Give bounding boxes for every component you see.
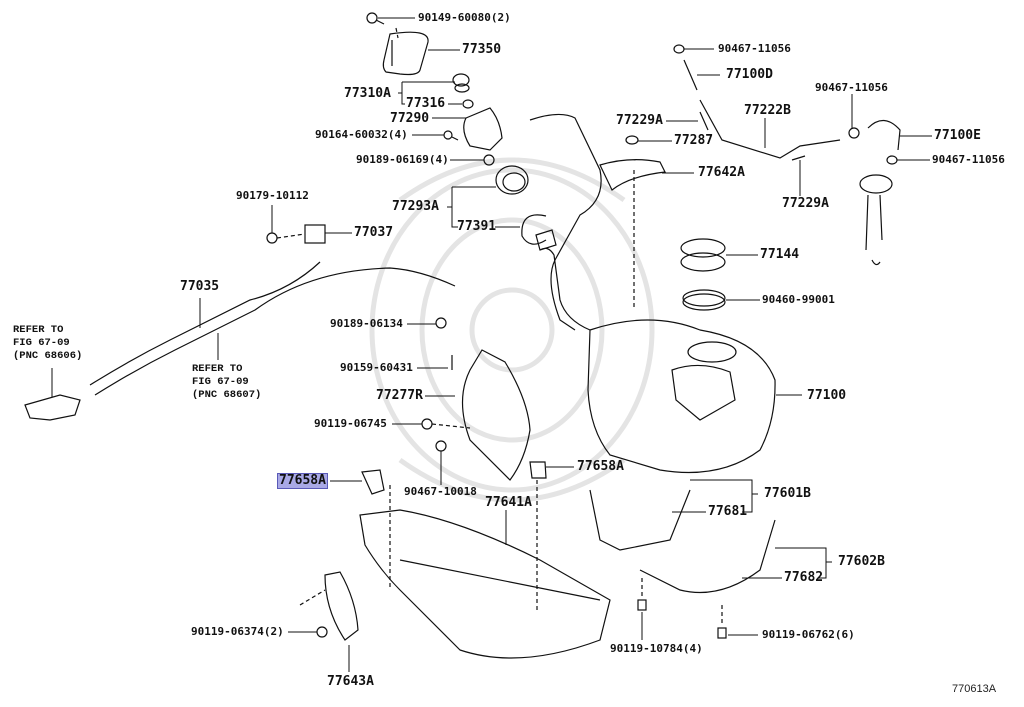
bolt-90119-06374 xyxy=(316,626,328,638)
part-label-90119-06762[interactable]: 90119-06762(6) xyxy=(762,628,855,641)
part-label-77601B[interactable]: 77601B xyxy=(764,486,811,501)
part-77290-housing xyxy=(463,107,503,151)
part-77310A-cap xyxy=(452,73,470,93)
filler-neck-pipe xyxy=(529,113,602,331)
bolt-90119-06745 xyxy=(421,418,433,430)
part-label-90467-10018[interactable]: 90467-10018 xyxy=(404,485,477,498)
part-label-77642A[interactable]: 77642A xyxy=(698,165,745,180)
part-77037-holder xyxy=(266,224,326,244)
part-77144-lock-ring xyxy=(680,238,726,272)
part-77682-band xyxy=(639,519,776,594)
part-label-77144[interactable]: 77144 xyxy=(760,247,800,262)
part-77658A-clip-left xyxy=(361,469,385,495)
part-label-77316[interactable]: 77316 xyxy=(406,96,446,111)
part-label-77222B[interactable]: 77222B xyxy=(744,103,791,118)
part-label-90467-11056-c[interactable]: 90467-11056 xyxy=(932,153,1005,166)
part-label-77100E[interactable]: 77100E xyxy=(934,128,981,143)
figure-code: 770613A xyxy=(952,683,997,695)
part-label-90460-99001[interactable]: 90460-99001 xyxy=(762,293,835,306)
part-77642A-bracket xyxy=(599,159,666,191)
part-77391-clamp xyxy=(521,214,547,245)
bolt-90119-06762 xyxy=(717,627,727,639)
part-77641A-under-cover xyxy=(359,509,611,659)
part-label-90189-06169[interactable]: 90189-06169(4) xyxy=(356,153,449,166)
part-90467-11056-clip-c xyxy=(886,155,898,165)
clip-90467-10018 xyxy=(435,440,447,452)
bolt-90189-06134 xyxy=(435,317,447,329)
part-77643A-bracket xyxy=(324,571,359,641)
part-label-77658A-highlighted[interactable]: 77658A xyxy=(277,473,328,489)
bolt-90149-60080 xyxy=(366,12,385,25)
part-label-77293A[interactable]: 77293A xyxy=(392,199,439,214)
part-77035-cable xyxy=(89,261,456,396)
part-label-77229A-b[interactable]: 77229A xyxy=(782,196,829,211)
part-label-77643A[interactable]: 77643A xyxy=(327,674,374,689)
part-77287-grommet xyxy=(625,135,639,145)
part-label-77310A[interactable]: 77310A xyxy=(344,86,391,101)
part-label-77100D[interactable]: 77100D xyxy=(726,67,773,82)
part-label-77229A-a[interactable]: 77229A xyxy=(616,113,663,128)
bolt-90164-60032 xyxy=(443,130,459,141)
part-label-77681[interactable]: 77681 xyxy=(708,504,748,519)
part-label-77277R[interactable]: 77277R xyxy=(376,388,423,403)
part-label-90119-06745[interactable]: 90119-06745 xyxy=(314,417,387,430)
part-90467-11056-clip-a xyxy=(673,44,685,54)
part-label-77391[interactable]: 77391 xyxy=(457,219,497,234)
leader-lines xyxy=(51,17,932,672)
part-77100-fuel-tank xyxy=(587,319,802,474)
part-label-77350[interactable]: 77350 xyxy=(462,42,502,57)
part-77681-band xyxy=(589,489,691,551)
part-label-77100[interactable]: 77100 xyxy=(807,388,847,403)
part-label-77035[interactable]: 77035 xyxy=(180,279,220,294)
lever-assembly xyxy=(24,394,81,421)
part-77100E-hose xyxy=(867,119,901,151)
part-77100D-hose xyxy=(683,59,698,91)
part-label-77287[interactable]: 77287 xyxy=(674,133,714,148)
part-77658A-clip-right xyxy=(529,461,547,479)
part-label-90119-06374[interactable]: 90119-06374(2) xyxy=(191,625,284,638)
part-77229A-sleeve-b xyxy=(791,155,806,161)
part-77350-fuel-lid-frame xyxy=(382,31,429,76)
part-label-90189-06134[interactable]: 90189-06134 xyxy=(330,317,403,330)
part-label-77658A[interactable]: 77658A xyxy=(577,459,624,474)
part-label-77602B[interactable]: 77602B xyxy=(838,554,885,569)
note-refer-68606[interactable]: REFER TO FIG 67-09 (PNC 68606) xyxy=(13,324,83,362)
note-refer-68607[interactable]: REFER TO FIG 67-09 (PNC 68607) xyxy=(192,363,262,401)
part-77316-gasket xyxy=(462,99,474,109)
part-77277R-protector xyxy=(461,349,531,481)
part-label-90179-10112[interactable]: 90179-10112 xyxy=(236,189,309,202)
part-label-77290[interactable]: 77290 xyxy=(390,111,430,126)
part-label-90119-10784[interactable]: 90119-10784(4) xyxy=(610,642,703,655)
part-label-77641A[interactable]: 77641A xyxy=(485,495,532,510)
bolt-90119-10784 xyxy=(637,599,647,611)
part-label-90467-11056-a[interactable]: 90467-11056 xyxy=(718,42,791,55)
part-77293A-hose xyxy=(495,165,529,195)
part-90467-11056-clip-b xyxy=(848,127,860,139)
part-label-77037[interactable]: 77037 xyxy=(354,225,394,240)
part-label-90467-11056-b[interactable]: 90467-11056 xyxy=(815,81,888,94)
watermark-emblem xyxy=(369,157,655,503)
part-90460-99001-gasket xyxy=(682,289,726,311)
fuel-pump-assembly xyxy=(859,174,893,266)
part-label-90164-60032[interactable]: 90164-60032(4) xyxy=(315,128,408,141)
part-77222B-tube xyxy=(699,99,841,159)
part-77229A-sleeve-a xyxy=(699,111,709,131)
part-label-90149-60080[interactable]: 90149-60080(2) xyxy=(418,11,511,24)
part-label-90159-60431[interactable]: 90159-60431 xyxy=(340,361,413,374)
part-label-77682[interactable]: 77682 xyxy=(784,570,824,585)
